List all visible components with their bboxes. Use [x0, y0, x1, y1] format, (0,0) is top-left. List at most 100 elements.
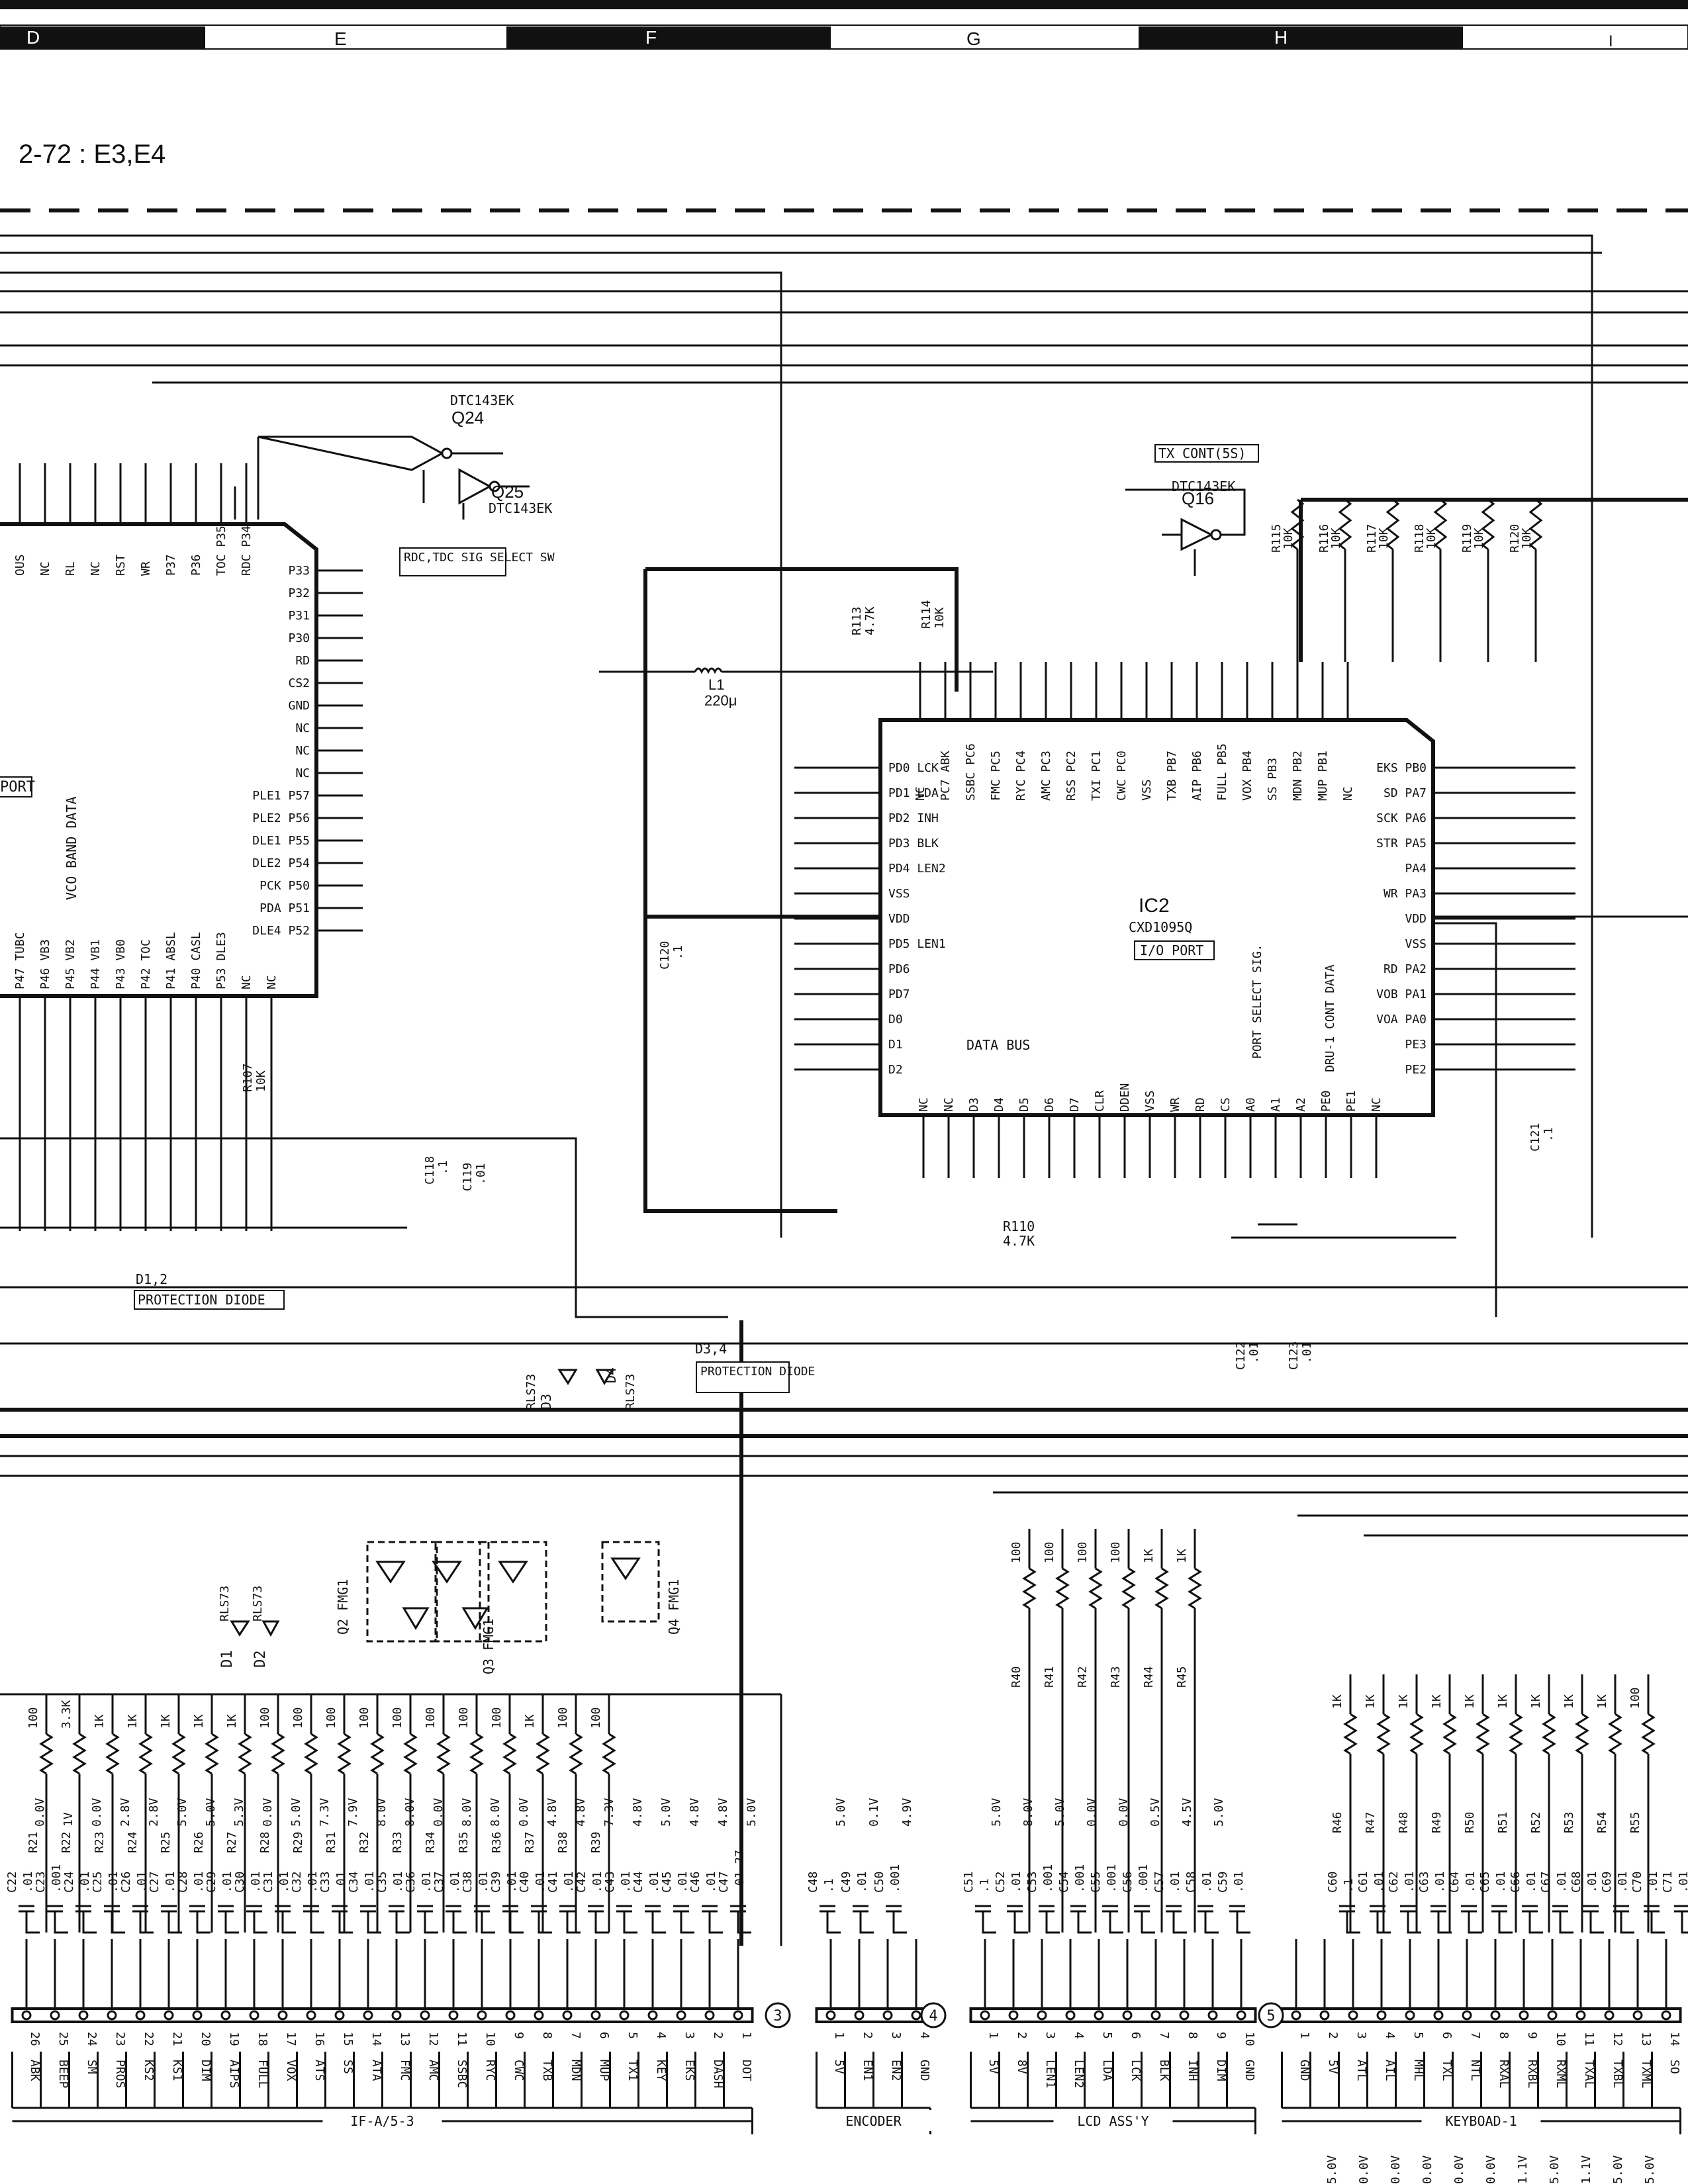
ic1-bottom-pin-label: NC [265, 975, 279, 989]
if-ref: C44 [632, 1871, 645, 1893]
c123-label: C123 [1287, 1342, 1301, 1370]
ic1-right-pin-label: NC [295, 721, 310, 735]
if-value: .01 [192, 1871, 206, 1893]
connector-signal-label: ABK [28, 2060, 42, 2081]
connector-signal-label: FULL [256, 2060, 269, 2089]
kb-resistor-ref: R50 [1463, 1811, 1477, 1833]
if-resistor-resistor [569, 1733, 583, 1775]
lcd-cap [1197, 1905, 1213, 1913]
if-resistor-ref: R26 [192, 1831, 206, 1853]
lcd-resistor-resistor [1088, 1567, 1103, 1610]
kb-resistor-value: 1K [1397, 1694, 1411, 1709]
kb-ground [1681, 1911, 1688, 1934]
if-cap [389, 1905, 404, 1913]
connector-signal-label: 5V [1326, 2060, 1340, 2074]
connector-signal-label: SSBC [455, 2060, 469, 2088]
r114-label: R114 [919, 600, 933, 629]
r113-value: 4.7K [863, 606, 877, 635]
lcd-resistor-value: 1K [1175, 1549, 1189, 1563]
lcd-cap [1039, 1905, 1055, 1913]
lcd-cap [1007, 1905, 1023, 1913]
connector-pin [590, 2010, 601, 2021]
kb-value: .01 [1585, 1871, 1599, 1893]
connector-body [11, 2007, 754, 2023]
kb-value: .01 [1677, 1871, 1688, 1893]
kb-voltage-reading: 5.0V [1643, 2155, 1657, 2184]
lcd-ref: C58 [1184, 1871, 1198, 1893]
kb-ref: C71 [1661, 1871, 1675, 1893]
if-cap [531, 1905, 547, 1913]
keyboard-resistors: R461KR471KR481KR491KR501KR511KR521KR531K… [1331, 1674, 1656, 1933]
connector-pin [1037, 2010, 1047, 2021]
ic1-right-pin-label: DLE4 P52 [252, 924, 310, 938]
d2-label: D2 [252, 1651, 269, 1668]
connector-pin-number: 5 [1411, 2032, 1425, 2039]
if-resistor-value: 1K [225, 1714, 239, 1729]
connector-pin-number: 1 [832, 2032, 846, 2039]
kb-voltage-reading: 0.0V [1421, 2155, 1434, 2184]
if-ref: C39 [489, 1871, 503, 1893]
if-ref: C33 [318, 1871, 332, 1893]
ic1-top-pin-label: TOC P35 [214, 525, 228, 576]
connector-pin-number: 4 [917, 2032, 931, 2039]
if-value: .01 [391, 1871, 405, 1893]
lcd-cap [1102, 1905, 1118, 1913]
if-ref: C27 [148, 1871, 162, 1893]
if-ground [82, 1911, 97, 1934]
connector-pin [676, 2010, 686, 2021]
lcd-ground [1045, 1911, 1060, 1934]
kb-cap [1461, 1905, 1477, 1913]
connector-signal-label: TX1 [626, 2060, 639, 2081]
connector-pin [647, 2010, 658, 2021]
connector-signal-label: GND [1297, 2060, 1311, 2081]
connector-number-circle [765, 2002, 791, 2028]
ic2-left-pin-label: VDD [888, 912, 910, 926]
if-cap [161, 1905, 177, 1913]
lcd-ref: C56 [1121, 1871, 1135, 1893]
if-value: .01 [647, 1871, 661, 1893]
connector-pin-number: 5 [626, 2032, 639, 2039]
pullup-resistor [1433, 498, 1448, 551]
lcd-ground [1109, 1911, 1123, 1934]
connector-pin [420, 2010, 430, 2021]
connector-pin-number: 10 [1243, 2032, 1256, 2046]
lcd-ground [1013, 1911, 1028, 1934]
if-voltage: 4.8V [631, 1797, 645, 1827]
q3-label: Q3 FMG1 [481, 1619, 496, 1674]
lcd-resistor-resistor [1188, 1567, 1202, 1610]
enc-cap [886, 1905, 902, 1913]
connector-pin [1405, 2010, 1415, 2021]
if-value: .01 [334, 1871, 348, 1893]
lcd-value: .001 [1041, 1864, 1055, 1893]
connector-pin [192, 2010, 203, 2021]
pullup-resistor [1481, 498, 1495, 551]
if-ref: C37 [432, 1871, 446, 1893]
l1-label: L1 [708, 676, 724, 693]
connector-pin-number: 6 [1129, 2032, 1143, 2039]
ic1-right-pin-label: PDA P51 [259, 901, 310, 915]
connector-signal-label: MDN [569, 2060, 583, 2081]
q4-label: Q4 FMG1 [666, 1579, 682, 1635]
ic1-top-pin-label: RST [114, 554, 128, 576]
if-ground [708, 1911, 723, 1934]
kb-resistor-resistor [1442, 1713, 1457, 1755]
connector-pin-number: 4 [1072, 2032, 1086, 2039]
if-resistor-ref: R31 [324, 1831, 338, 1853]
connector-pin-number: 2 [1326, 2032, 1340, 2039]
connector-pin-number: 12 [1611, 2032, 1624, 2046]
kb-cap [1522, 1905, 1538, 1913]
q24-label: Q24 [451, 408, 484, 428]
if-ground [310, 1911, 324, 1934]
ic2-left-pin-label: D0 [888, 1013, 903, 1026]
ic1-right-pin-label: P30 [288, 631, 310, 645]
enc-voltage: 5.0V [834, 1797, 848, 1827]
fmg-transistors: Q2 FMG1 Q3 FMG1 Q4 FMG1 [335, 1541, 682, 1674]
lcd-ref: C52 [994, 1871, 1008, 1893]
ic2-top-pin-label: TXI PC1 [1090, 751, 1103, 801]
if-ground [224, 1911, 239, 1934]
kb-cap [1674, 1905, 1688, 1913]
if-resistor-value: 100 [357, 1707, 371, 1729]
enc-cap [853, 1905, 868, 1913]
pullup-value: 10K [1425, 527, 1438, 549]
if-cap [417, 1905, 433, 1913]
